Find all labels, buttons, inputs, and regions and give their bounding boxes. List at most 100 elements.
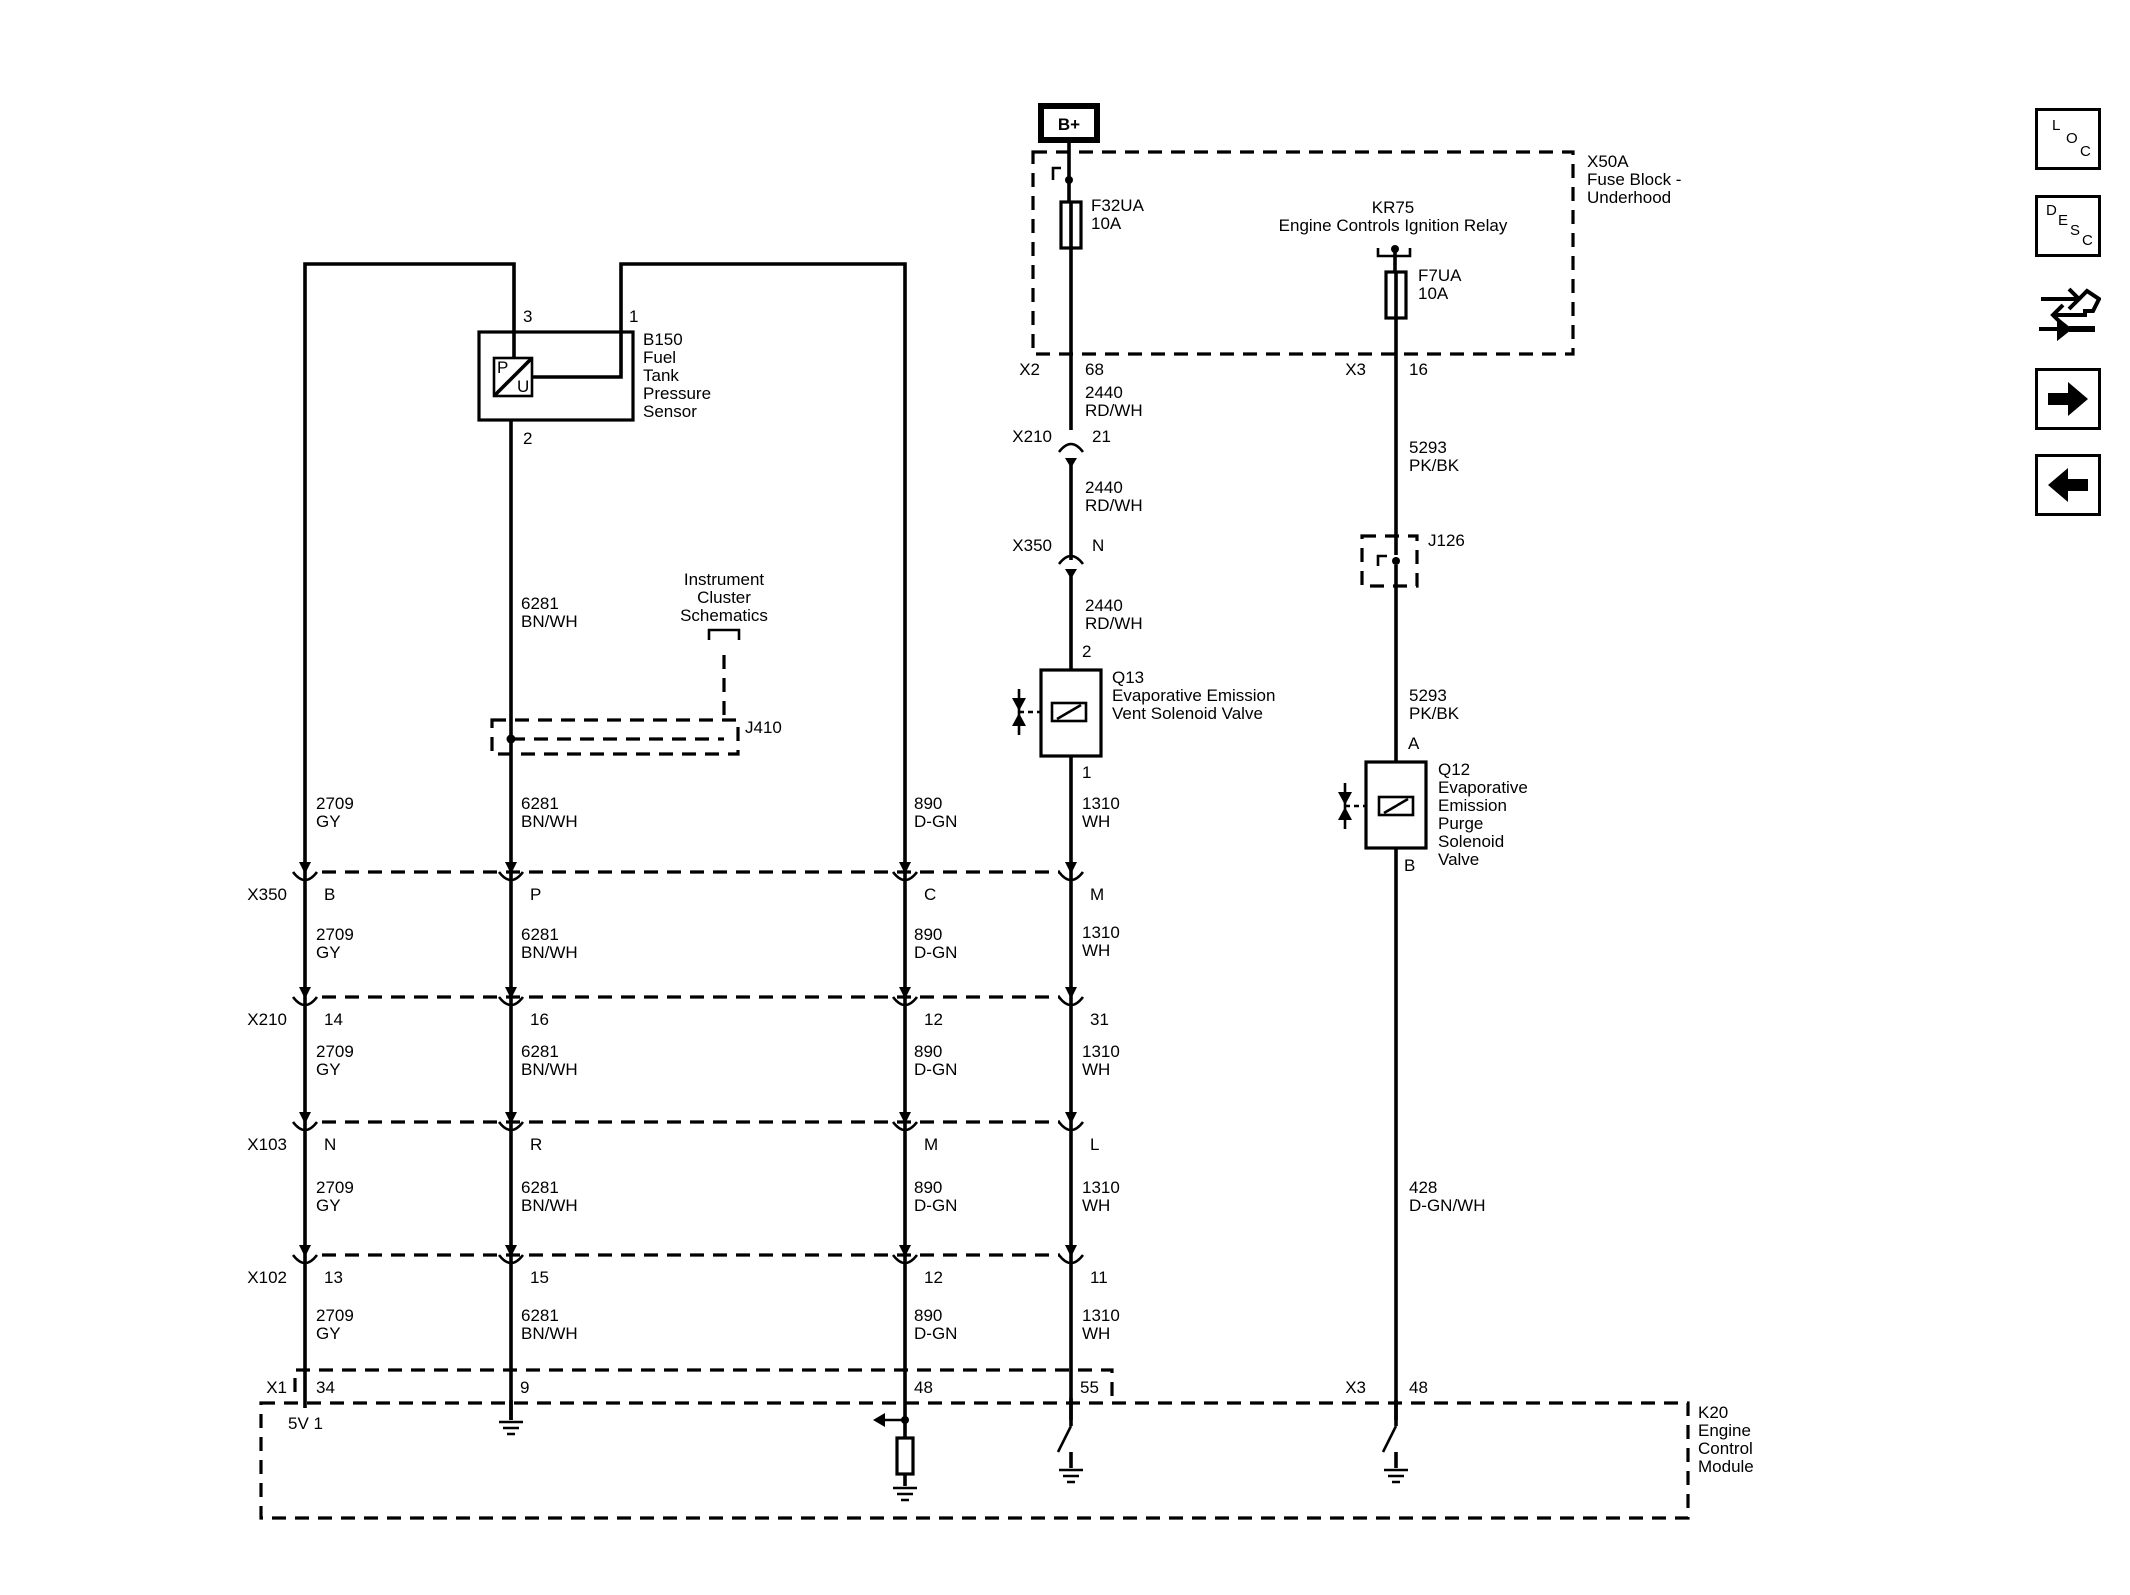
valve-q12-line-4: Solenoid [1438,832,1504,851]
connector-x2-id: X2 [1019,360,1040,379]
wire-label-circuit: 6281 [521,925,559,944]
wire-label-color: D-GN [914,1196,957,1215]
connector-pin: C [924,885,936,904]
connector-pin: 14 [324,1010,343,1029]
wire-label-circuit: 890 [914,1306,942,1325]
desc-letter: E [2058,212,2069,229]
valve-q13-pin-bottom: 1 [1082,763,1091,782]
connector-row-id: X102 [247,1268,287,1287]
driver-switch [1381,1425,1398,1453]
connector-pin: P [530,885,541,904]
wire-label-circuit: 890 [914,1042,942,1061]
wire-label-color: WH [1082,1324,1110,1343]
wire-label-color: BN/WH [521,612,578,631]
ecm-line-2: Control [1698,1439,1753,1458]
ecm-id: K20 [1698,1403,1728,1422]
wire-label-color: D-GN [914,812,957,831]
wire-label-color: PK/BK [1409,456,1460,475]
next-page-button[interactable] [2035,368,2101,430]
valve-q12-line-5: Valve [1438,850,1479,869]
valve-arrow [1012,713,1026,726]
desc-letter: D [2046,202,2057,219]
sensor-line-3: Pressure [643,384,711,403]
location-button[interactable]: L O C [2035,108,2101,170]
connector-female-terminals [291,1254,1085,1265]
solenoid-coil-line [1383,797,1409,815]
splice-dot [1392,557,1400,565]
wire-label-color: GY [316,1196,341,1215]
connector-female-terminals [291,996,1085,1007]
desc-letter: S [2070,222,2081,239]
splice-j126-connector [1376,554,1387,566]
wire-label-circuit: 6281 [521,1178,559,1197]
wire-label-color: D-GN [914,1060,957,1079]
wire-label-color: D-GN [914,1324,957,1343]
signal-arrow [873,1413,885,1427]
valve-q13 [1039,668,1103,758]
sensor-pin-2: 2 [523,429,532,448]
sensor-pin-1: 1 [629,307,638,326]
wire-label-color: GY [316,943,341,962]
wire-label-circuit: 6281 [521,1042,559,1061]
ecm-x3-id: X3 [1345,1378,1366,1397]
wire-label-circuit: 2709 [316,925,354,944]
connector-pin: 16 [530,1010,549,1029]
solenoid-coil [1050,701,1088,723]
wire-label-color: RD/WH [1085,496,1143,515]
fuse-block-name-1: Fuse Block - [1587,170,1681,189]
wire-label-color: GY [316,812,341,831]
connector-pin: B [324,885,335,904]
wire-2709-loop [303,262,516,1398]
wire-label-circuit: 1310 [1082,1178,1120,1197]
connector-row-id: X103 [247,1135,287,1154]
cluster-ref-line-1: Instrument [684,570,765,589]
connector-x210-pin: 21 [1092,427,1111,446]
connector-pin: M [924,1135,938,1154]
splice-j126-outline [1360,534,1419,588]
connector-pin: 12 [924,1010,943,1029]
ground-icon [1059,1468,1083,1484]
sensor-internal-wire [532,330,623,379]
cluster-ref-line-3: Schematics [680,606,768,625]
valve-q13-line1: Evaporative Emission [1112,686,1275,705]
valve-q12-line-2: Emission [1438,796,1507,815]
splice-dot [506,734,516,744]
fuse-block-outline [1031,150,1575,356]
fuse-block-id: X50A [1587,152,1629,171]
loc-letter: O [2066,130,2078,147]
arrow-right-icon [2048,382,2088,416]
connector-tools-button[interactable] [2035,277,2102,343]
wire-label-color: WH [1082,1060,1110,1079]
previous-page-button[interactable] [2035,454,2101,516]
connector-pin: 15 [530,1268,549,1287]
ecm-x3-pin: 48 [1409,1378,1428,1397]
sensor-line-4: Sensor [643,402,697,421]
wire-label-circuit: 2709 [316,1306,354,1325]
wire-label-color: BN/WH [521,1324,578,1343]
splice-j126-id: J126 [1428,531,1465,550]
valve-q12-line-id: Q12 [1438,760,1470,779]
wire-label-circuit: 2440 [1085,383,1123,402]
connector-tools-icon [2039,287,2102,342]
valve-arrow [1338,807,1352,820]
wire-label-color: D-GN [914,943,957,962]
wire-label-circuit: 6281 [521,594,559,613]
wire-label-color: BN/WH [521,943,578,962]
ecm-5v-reference: 5V 1 [288,1414,323,1433]
connector-female-terminals [291,871,1085,882]
connector-row-id: X350 [247,885,287,904]
wire-label-circuit: 1310 [1082,923,1120,942]
sensor-line-2: Tank [643,366,679,385]
cluster-ref-line-2: Cluster [697,588,751,607]
arrow-left-icon [2048,468,2088,502]
wire-label-circuit: 890 [914,1178,942,1197]
wire-label-color: GY [316,1060,341,1079]
wire-label-color: WH [1082,941,1110,960]
connector-x210-id: X210 [1012,427,1052,446]
desc-letter: C [2082,232,2093,249]
fuse-block-connector [1051,166,1061,180]
valve-q13-pin-top: 2 [1082,642,1091,661]
wire-label-circuit: 6281 [521,1306,559,1325]
description-button[interactable]: D E S C [2035,195,2101,257]
